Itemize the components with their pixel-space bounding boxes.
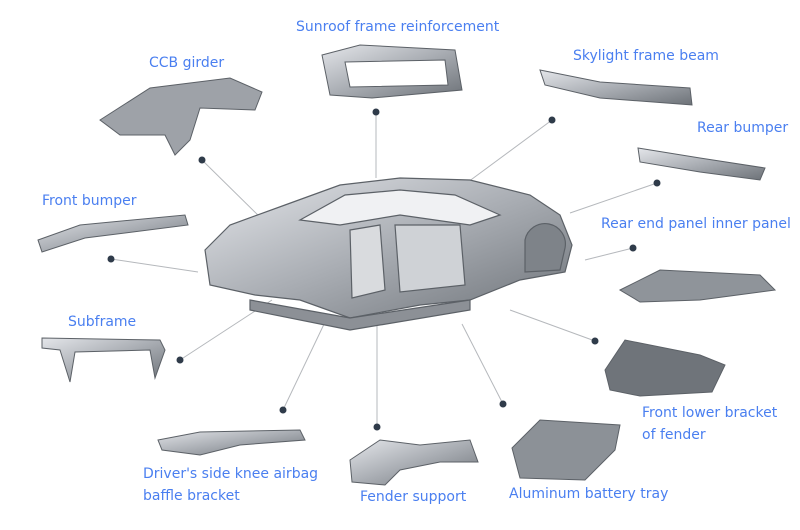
label-knee-airbag-line2: baffle bracket (143, 488, 240, 504)
front-bumper-image (37, 214, 189, 253)
battery-tray-image (511, 419, 621, 481)
knee-airbag-bracket-image (157, 429, 306, 456)
label-rear-bumper: Rear bumper (697, 120, 789, 136)
label-front-lower-bracket-line2: of fender (642, 427, 706, 443)
label-subframe: Subframe (68, 314, 137, 330)
rear-bumper-image (637, 147, 766, 181)
leader-lines (110, 112, 658, 427)
label-front-bumper: Front bumper (42, 193, 137, 209)
label-front-lower-bracket-line1: Front lower bracket (642, 405, 778, 421)
label-aluminum-battery-tray: Aluminum battery tray (509, 486, 669, 502)
label-ccb-girder: CCB girder (149, 55, 225, 71)
label-fender-support: Fender support (360, 489, 467, 505)
subframe-image (41, 337, 166, 383)
leader-dots (107, 108, 661, 431)
skylight-beam-image (539, 69, 693, 106)
sunroof-frame-image (321, 44, 463, 99)
label-skylight-frame-beam: Skylight frame beam (573, 48, 719, 64)
car-body-image (204, 177, 573, 331)
label-rear-end-panel-inner-panel: Rear end panel inner panel (601, 216, 791, 232)
label-sunroof-frame-reinforcement: Sunroof frame reinforcement (296, 19, 500, 35)
label-knee-airbag-line1: Driver's side knee airbag (143, 466, 319, 482)
fender-lower-bracket-image (604, 339, 726, 397)
fender-support-image (349, 439, 479, 486)
rear-end-panel-image (618, 269, 777, 303)
ccb-girder-image (99, 77, 263, 156)
